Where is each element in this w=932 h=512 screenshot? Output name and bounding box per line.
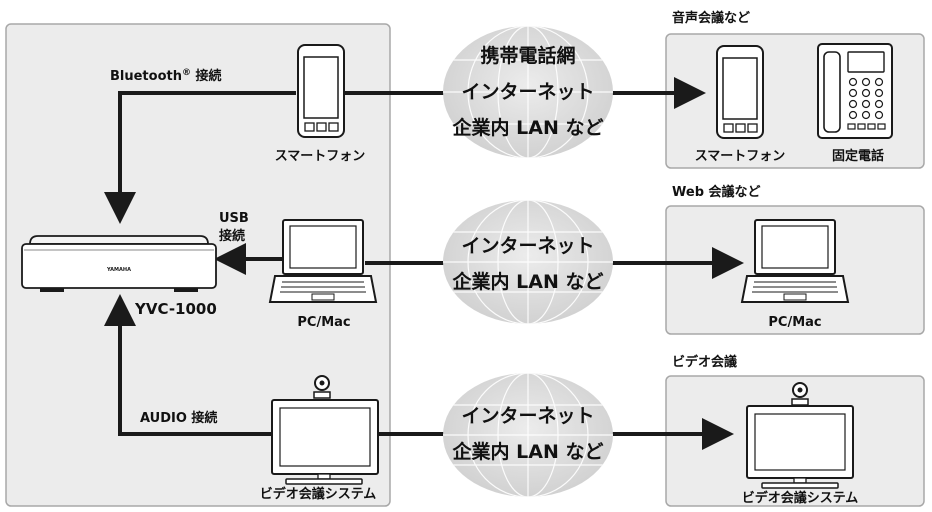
bluetooth-line [104,91,296,224]
cloud-1-line-3: 企業内 LAN など [452,116,604,139]
network-cloud-1: 携帯電話網 インターネット 企業内 LAN など [443,26,613,158]
remote-laptop-icon [740,219,850,303]
audio-line [104,294,272,436]
cloud-1-line-2: インターネット [461,81,594,103]
video-system-label: ビデオ会議システム [260,486,377,502]
remote-smartphone-icon [716,45,764,139]
remote-video-system-label: ビデオ会議システム [742,490,859,506]
bluetooth-label: Bluetooth® 接続 [110,68,222,84]
desk-phone-icon [817,43,893,139]
audio-label: AUDIO 接続 [140,410,217,426]
speaker-brand-logo: YAMAHA [106,267,131,273]
cloud-2-line-1: インターネット [461,235,594,257]
cloud-1-line-1: 携帯電話網 [480,44,575,67]
speakerphone-icon [21,235,217,292]
remote-video-system-icon [746,382,854,489]
usb-label-line1: USB [219,211,249,226]
network-cloud-2: インターネット 企業内 LAN など [443,200,613,324]
video-system-icon [271,375,379,485]
usb-label-line2: 接続 [219,228,245,244]
cloud-2-line-2: 企業内 LAN など [452,270,604,293]
remote-smartphone-label: スマートフォン [695,149,786,164]
cloud-3-line-1: インターネット [461,405,594,427]
right-box-web-title: Web 会議など [672,184,761,200]
smartphone-label: スマートフォン [275,149,366,164]
remote-pc-label: PC/Mac [768,315,821,330]
laptop-icon [268,219,378,303]
pc-label: PC/Mac [297,315,350,330]
right-box-voice-title: 音声会議など [672,10,750,26]
smartphone-icon [297,44,345,138]
cloud-3-line-2: 企業内 LAN など [452,440,604,463]
right-box-video-title: ビデオ会議 [672,354,737,370]
connection-lines [104,77,744,450]
yvc-label: YVC-1000 [134,300,217,318]
desk-phone-label: 固定電話 [832,148,884,164]
network-cloud-3: インターネット 企業内 LAN など [443,373,613,497]
